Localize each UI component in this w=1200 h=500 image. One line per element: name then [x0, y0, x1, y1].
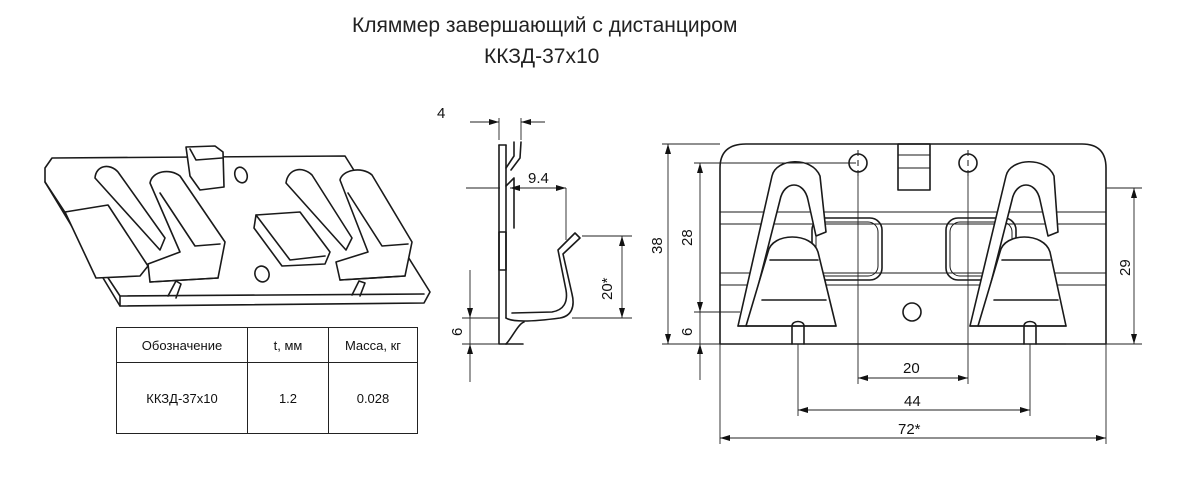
dim-side-9-4: 9.4: [528, 170, 549, 187]
front-view: 38 28 6 29 20 44 72*: [649, 143, 1142, 444]
spec-table: Обозначение t, мм Масса, кг ККЗД-37х10 1…: [116, 327, 418, 434]
dim-front-72: 72*: [898, 421, 921, 438]
drawing-title: Кляммер завершающий с дистанциром: [352, 14, 738, 37]
dim-front-44: 44: [904, 393, 921, 410]
dim-side-6: 6: [449, 328, 466, 336]
dim-front-6: 6: [679, 328, 696, 336]
drawing-code: ККЗД-37х10: [484, 45, 600, 68]
dim-side-4: 4: [437, 105, 445, 122]
cell-mass: 0.028: [328, 362, 418, 434]
dim-front-29: 29: [1117, 259, 1134, 276]
dim-front-28: 28: [679, 229, 696, 246]
header-mass: Масса, кг: [328, 327, 418, 363]
table-row: ККЗД-37х10 1.2 0.028: [116, 362, 418, 434]
isometric-view: [44, 145, 431, 307]
dim-side-20: 20*: [599, 277, 616, 300]
header-thickness: t, мм: [247, 327, 329, 363]
dim-front-38: 38: [649, 237, 666, 254]
header-designation: Обозначение: [116, 327, 248, 363]
cell-thickness: 1.2: [247, 362, 329, 434]
cell-designation: ККЗД-37х10: [116, 362, 248, 434]
dim-front-20: 20: [903, 360, 920, 377]
side-view: 4 9.4 20* 6: [437, 105, 632, 382]
